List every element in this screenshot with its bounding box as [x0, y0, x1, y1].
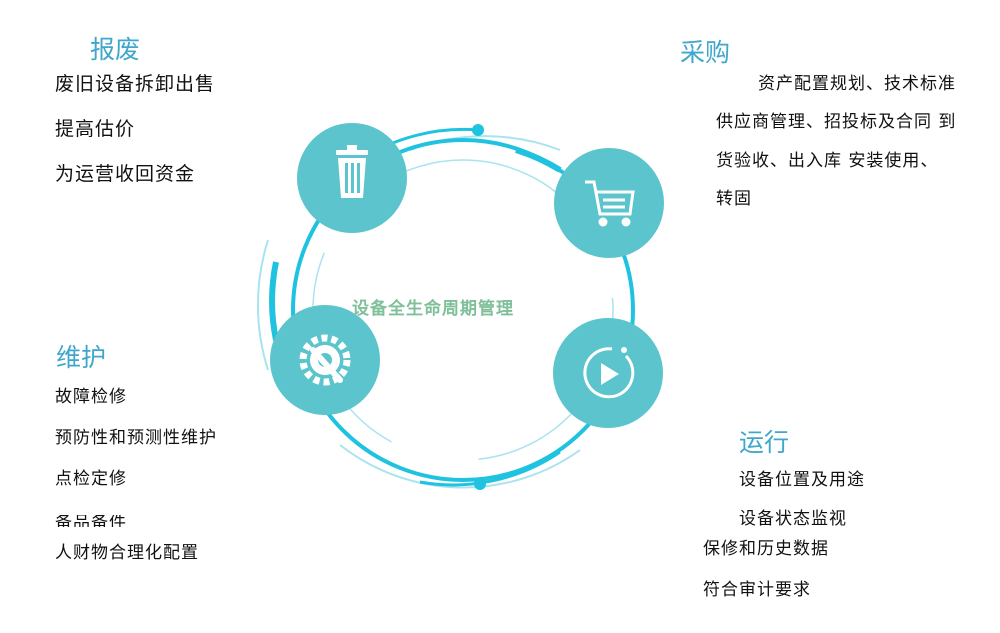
shopping-cart-icon [585, 180, 635, 227]
maintain-heading: 维护 [56, 343, 107, 372]
play-circle-icon [583, 347, 635, 399]
operate-item-3: 保修和历史数据 [703, 539, 829, 559]
purchase-item-3: 货验收、出入库 安装使用、 [716, 151, 939, 171]
maintain-item-1: 故障检修 [55, 387, 127, 407]
maintain-item-3: 点检定修 [55, 469, 127, 489]
bottom-outer-arc [419, 450, 561, 487]
outer-arc-bottom [339, 444, 581, 489]
top-dot [472, 124, 484, 136]
trash-icon [336, 145, 368, 198]
purchase-item-2: 供应商管理、招投标及合同 到 [716, 112, 957, 132]
scrap-item-3: 为运营收回资金 [55, 163, 196, 185]
left-accent-arc [269, 261, 279, 341]
purchase-item-4: 转固 [716, 189, 752, 209]
outer-arc-left [257, 239, 269, 371]
purchase-heading: 采购 [680, 38, 731, 67]
center-title: 设备全生命周期管理 [352, 299, 514, 319]
scrap-item-1: 废旧设备拆卸出售 [55, 73, 216, 95]
scrap-item-2: 提高估价 [55, 118, 136, 140]
operate-item-2: 设备状态监视 [739, 509, 847, 529]
operate-item-4: 符合审计要求 [703, 580, 811, 600]
gear-wrench-icon [299, 334, 351, 386]
maintain-item-2: 预防性和预测性维护 [55, 428, 217, 448]
main-ring [291, 138, 635, 482]
bottom-dot [474, 478, 486, 490]
purchase-item-1: 资产配置规划、技术标准 [758, 74, 956, 94]
purchase-node [554, 148, 664, 258]
operate-item-1: 设备位置及用途 [739, 470, 865, 490]
top-right-outer-arc [515, 147, 562, 173]
scrap-heading: 报废 [90, 35, 141, 64]
maintain-item-4: 备品备件 [55, 515, 127, 527]
operate-heading: 运行 [739, 428, 790, 457]
maintain-item-5: 人财物合理化配置 [55, 543, 199, 563]
